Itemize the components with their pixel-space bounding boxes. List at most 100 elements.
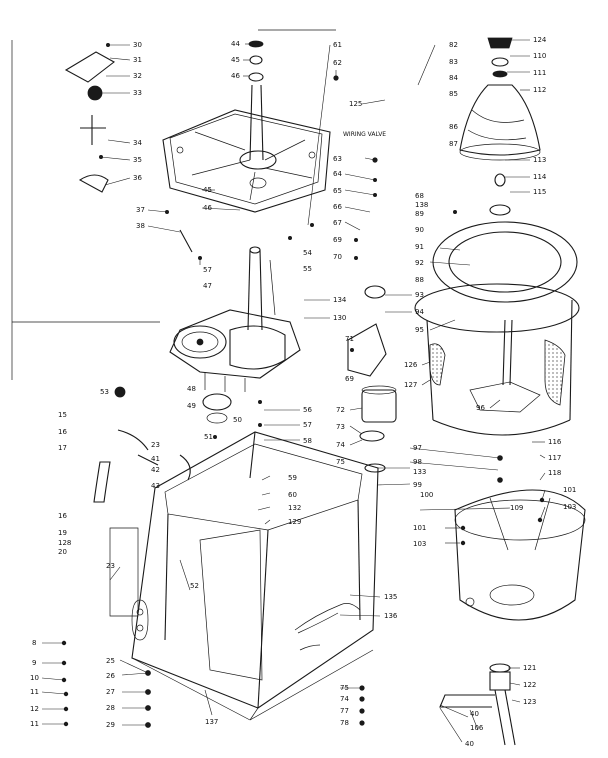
callout-112: 112 [533, 86, 547, 94]
callout-40: 40 [470, 710, 479, 718]
callout-47: 47 [203, 282, 212, 290]
callout-56: 56 [303, 406, 312, 414]
callout-9: 9 [32, 659, 37, 667]
callout-30: 30 [133, 41, 142, 49]
callout-91: 91 [415, 243, 424, 251]
callout-85: 85 [449, 90, 458, 98]
callout-114: 114 [533, 173, 547, 181]
callout-83: 83 [449, 58, 458, 66]
callout-58: 58 [303, 437, 312, 445]
callout-16: 16 [58, 428, 67, 436]
callout-115: 115 [533, 188, 547, 196]
callout-19: 19 [58, 529, 67, 537]
callout-127: 127 [404, 381, 418, 389]
callout-29: 29 [106, 721, 115, 729]
callout-123: 123 [523, 698, 537, 706]
callout-73: 73 [336, 423, 345, 431]
callout-101: 101 [413, 524, 427, 532]
callout-74: 74 [340, 695, 349, 703]
callout-98: 98 [413, 458, 422, 466]
callout-49: 49 [187, 402, 196, 410]
callout-57: 57 [303, 421, 312, 429]
callout-43: 43 [151, 482, 160, 490]
callout-17: 17 [58, 444, 67, 452]
callout-103: 103 [563, 503, 577, 511]
callout-125: 125 [349, 100, 363, 108]
callout-101: 101 [563, 486, 577, 494]
callout-20: 20 [58, 548, 67, 556]
callout-135: 135 [384, 593, 398, 601]
callout-59: 59 [288, 474, 297, 482]
callout-82: 82 [449, 41, 458, 49]
pump-cover [347, 285, 387, 377]
callout-60: 60 [288, 491, 297, 499]
callout-16: 16 [58, 512, 67, 520]
callout-134: 134 [333, 296, 347, 304]
callout-106: 106 [470, 724, 484, 732]
callout-25: 25 [106, 657, 115, 665]
agitator [459, 37, 541, 216]
drain-hose [439, 663, 516, 746]
callout-136: 136 [384, 612, 398, 620]
callout-12: 12 [30, 705, 39, 713]
callout-38: 38 [136, 222, 145, 230]
callout-45: 45 [231, 56, 240, 64]
callout-111: 111 [533, 69, 547, 77]
callout-93: 93 [415, 291, 424, 299]
callout-45: 45 [203, 186, 212, 194]
callout-126: 126 [404, 361, 418, 369]
callout-84: 84 [449, 74, 458, 82]
callout-96: 96 [476, 404, 485, 412]
callout-52: 52 [190, 582, 199, 590]
callout-70: 70 [333, 253, 342, 261]
callout-118: 118 [548, 469, 562, 477]
callout-53: 53 [100, 388, 109, 396]
wiring-valve-note: WIRING VALVE [343, 131, 387, 138]
callout-92: 92 [415, 259, 424, 267]
callout-28: 28 [106, 704, 115, 712]
callout-89: 89 [415, 210, 424, 218]
callout-100: 100 [420, 491, 434, 499]
callout-130: 130 [333, 314, 347, 322]
callout-31: 31 [133, 56, 142, 64]
leader-lines [41, 39, 546, 743]
callout-27: 27 [106, 688, 115, 696]
callout-75: 75 [340, 684, 349, 692]
callout-65: 65 [333, 187, 342, 195]
callout-11: 11 [30, 688, 39, 696]
callout-32: 32 [133, 72, 142, 80]
callout-67: 67 [333, 219, 342, 227]
callout-69: 69 [345, 375, 354, 383]
callout-66: 66 [333, 203, 342, 211]
callout-90: 90 [415, 226, 424, 234]
callout-71: 71 [345, 335, 354, 343]
cabinet [109, 431, 379, 721]
callout-40: 40 [465, 740, 474, 748]
lid-hinge-parts [64, 51, 193, 253]
callout-68: 68 [415, 192, 424, 200]
callout-109: 109 [510, 504, 524, 512]
callout-46: 46 [203, 204, 212, 212]
callout-51: 51 [204, 433, 213, 441]
callout-35: 35 [133, 156, 142, 164]
callout-95: 95 [415, 326, 424, 334]
inlet-hose-assembly [93, 429, 191, 503]
callout-116: 116 [548, 438, 562, 446]
callout-74: 74 [336, 441, 345, 449]
callout-88: 88 [415, 276, 424, 284]
callout-37: 37 [136, 206, 145, 214]
callout-132: 132 [288, 504, 302, 512]
callout-15: 15 [58, 411, 67, 419]
callout-122: 122 [523, 681, 537, 689]
callout-78: 78 [340, 719, 349, 727]
callout-11: 11 [30, 720, 39, 728]
transmission-gearcase [169, 246, 301, 424]
transmission-mount-plate [162, 109, 331, 213]
callout-128: 128 [58, 539, 72, 547]
callout-86: 86 [449, 123, 458, 131]
outer-tub [454, 489, 586, 621]
tub [414, 221, 580, 436]
callout-99: 99 [413, 481, 422, 489]
wiring-harness [294, 603, 361, 651]
